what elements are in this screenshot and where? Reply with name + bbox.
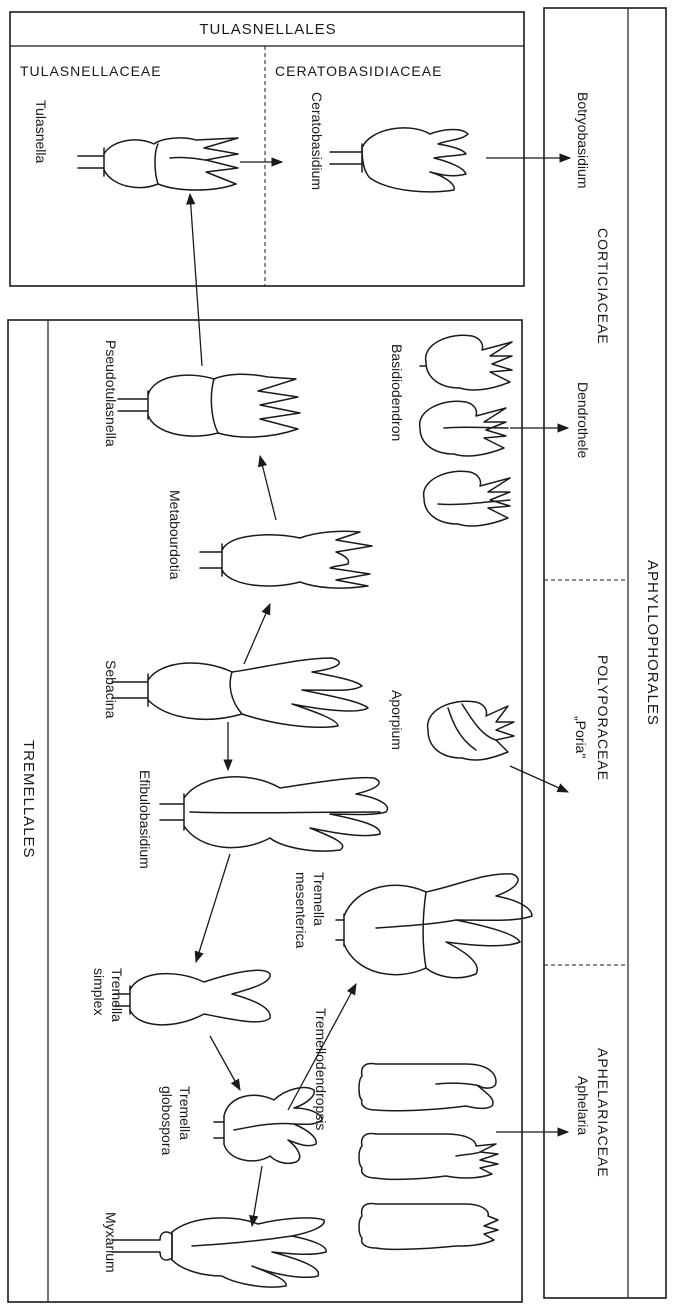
tremellodendropsis-basidium-2 xyxy=(359,1134,498,1180)
genus-tulasnella: Tulasnella xyxy=(33,100,49,164)
family-poria: „Poria" xyxy=(573,716,589,758)
tremella-globospora-basidium xyxy=(214,1088,322,1164)
tremella-simplex-basidium xyxy=(114,970,270,1025)
genus-tremella-simplex-2: simplex xyxy=(91,968,107,1015)
aporpium-basidium xyxy=(428,701,514,760)
genus-tremella-simplex-1: Tremella xyxy=(109,968,125,1022)
order-tulasnellales: TULASNELLALES xyxy=(199,21,336,38)
evolution-arrows xyxy=(190,158,570,1226)
genus-tremella-globospora-1: Tremella xyxy=(177,1086,193,1140)
efibulobasidium-basidium xyxy=(160,777,388,851)
genus-tremella-mesenterica-2: mesenterica xyxy=(293,872,309,948)
myxarium-basidium xyxy=(112,1218,326,1287)
family-polyporaceae: POLYPORACEAE xyxy=(595,655,611,781)
genus-basidiodendron: Basidiodendron xyxy=(389,344,405,441)
family-tulasnellaceae: TULASNELLACEAE xyxy=(20,63,162,79)
family-aphelariaceae: APHELARIACEAE xyxy=(595,1048,611,1178)
genus-aporpium: Aporpium xyxy=(389,690,405,750)
basidiodendron-basidium-1 xyxy=(420,335,512,390)
basidiodendron-basidium-3 xyxy=(424,471,510,526)
genus-ceratobasidium: Ceratobasidium xyxy=(309,92,325,190)
tremella-mesenterica-basidium xyxy=(336,874,532,978)
sebacina-basidium xyxy=(112,658,368,727)
order-tremellales: TREMELLALES xyxy=(20,740,37,859)
basidiodendron-basidium-2 xyxy=(420,401,508,456)
family-corticiaceae: CORTICIACEAE xyxy=(595,228,611,345)
genus-tremella-globospora-2: globospora xyxy=(159,1086,175,1155)
genus-myxarium: Myxarium xyxy=(103,1212,119,1273)
genus-dendrothele: Dendrothele xyxy=(575,382,591,458)
pseudotulasnella-basidium xyxy=(118,374,300,437)
genus-metabourdotia: Metabourdotia xyxy=(167,490,183,580)
genus-aphelaria: Aphelaria xyxy=(575,1076,591,1135)
tremellodendropsis-basidium-1 xyxy=(359,1064,496,1111)
genus-sebacina: Sebacina xyxy=(103,660,119,719)
ceratobasidium-basidium xyxy=(330,128,468,192)
family-ceratobasidiaceae: CERATOBASIDIACEAE xyxy=(275,63,442,79)
genus-pseudotulasnella: Pseudotulasnella xyxy=(103,340,119,447)
metabourdotia-basidium xyxy=(200,531,372,588)
genus-efibulobasidium: Efibulobasidium xyxy=(137,770,153,869)
genus-botryobasidium: Botryobasidium xyxy=(575,92,591,189)
order-aphyllophorales: APHYLLOPHORALES xyxy=(644,560,661,726)
tulasnellales-box xyxy=(10,12,524,286)
genus-tremella-mesenterica-1: Tremella xyxy=(311,872,327,926)
tremellodendropsis-basidium-3 xyxy=(359,1204,498,1250)
tulasnella-basidium xyxy=(78,138,238,190)
tremellales-box xyxy=(8,320,522,1302)
